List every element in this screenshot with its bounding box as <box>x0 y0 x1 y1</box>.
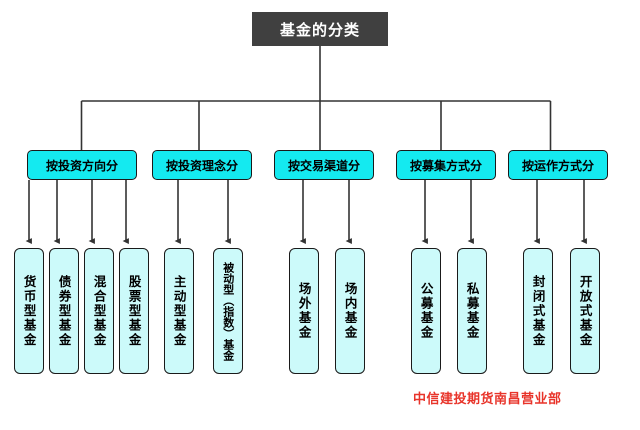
leaf-node-hybrid-fund[interactable]: 混合型基金 <box>84 248 114 374</box>
category-node-operating-method[interactable]: 按运作方式分 <box>508 150 608 180</box>
leaf-label: 开放式基金 <box>577 274 593 348</box>
leaf-node-equity-fund[interactable]: 股票型基金 <box>119 248 149 374</box>
leaf-label: 货币型基金 <box>21 274 37 348</box>
leaf-node-otc-fund[interactable]: 场外基金 <box>289 248 319 374</box>
leaf-node-active-fund[interactable]: 主动型基金 <box>164 248 194 374</box>
leaf-node-money-market-fund[interactable]: 货币型基金 <box>14 248 44 374</box>
leaf-label: 公募基金 <box>418 282 434 340</box>
category-label: 按运作方式分 <box>521 158 594 173</box>
leaf-node-closed-end-fund[interactable]: 封闭式基金 <box>523 248 553 374</box>
leaf-node-open-end-fund[interactable]: 开放式基金 <box>570 248 600 374</box>
category-node-fundraising-method[interactable]: 按募集方式分 <box>396 150 496 180</box>
root-node-fund-classification[interactable]: 基金的分类 <box>252 12 388 46</box>
leaf-label: 股票型基金 <box>126 274 142 348</box>
category-label: 按交易渠道分 <box>287 158 360 173</box>
root-node-label: 基金的分类 <box>279 20 360 39</box>
category-node-trading-channel[interactable]: 按交易渠道分 <box>274 150 374 180</box>
leaf-label: 混合型基金 <box>91 274 107 348</box>
leaf-label: 私募基金 <box>464 282 480 340</box>
leaf-label: 场内基金 <box>342 282 358 340</box>
leaf-label: 被动型（指数）基金 <box>221 261 235 361</box>
leaf-label: 封闭式基金 <box>530 274 546 348</box>
leaf-node-public-fund[interactable]: 公募基金 <box>411 248 441 374</box>
category-node-investment-direction[interactable]: 按投资方向分 <box>27 150 137 180</box>
leaf-node-passive-index-fund[interactable]: 被动型（指数）基金 <box>213 248 243 374</box>
watermark-text: 中信建投期货南昌营业部 <box>413 392 562 407</box>
leaf-node-private-fund[interactable]: 私募基金 <box>457 248 487 374</box>
category-label: 按募集方式分 <box>409 158 482 173</box>
leaf-label: 场外基金 <box>296 282 312 340</box>
category-label: 按投资理念分 <box>165 158 238 173</box>
category-label: 按投资方向分 <box>45 158 118 173</box>
leaf-label: 主动型基金 <box>171 274 187 348</box>
leaf-node-exchange-traded-fund[interactable]: 场内基金 <box>335 248 365 374</box>
category-node-investment-philosophy[interactable]: 按投资理念分 <box>152 150 252 180</box>
leaf-label: 债券型基金 <box>56 274 72 348</box>
leaf-node-bond-fund[interactable]: 债券型基金 <box>49 248 79 374</box>
